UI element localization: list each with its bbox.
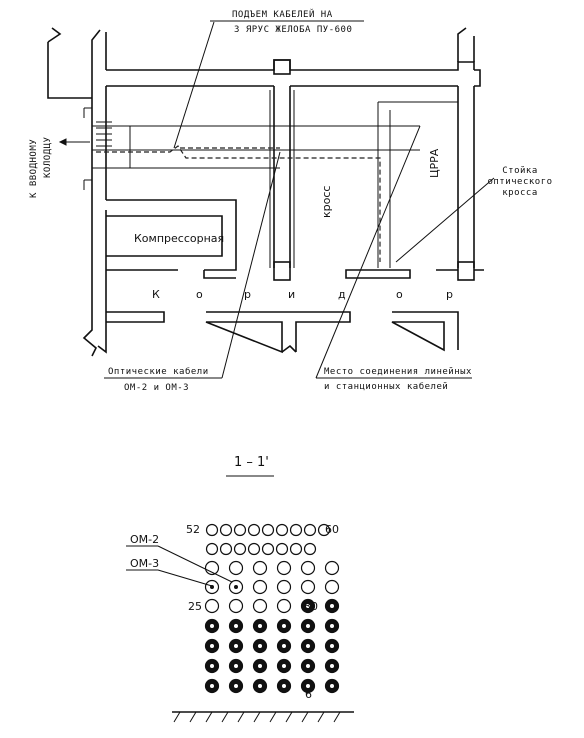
section-title: 1 – 1': [234, 455, 269, 470]
duct-free: [303, 542, 317, 556]
corridor-letter: о: [196, 288, 203, 301]
occupied-core: [258, 624, 262, 628]
duct-free: [204, 598, 220, 614]
duct-free: [276, 579, 292, 595]
duct-free: [324, 560, 340, 576]
duct-free: [247, 542, 261, 556]
floor-plan: [47, 27, 484, 357]
occupied-core: [306, 644, 310, 648]
duct-free: [300, 579, 316, 595]
rack-label-line3: кросса: [502, 188, 538, 198]
rack-label-line1: Стойка: [502, 166, 538, 176]
occupied-core: [306, 624, 310, 628]
duct-free: [275, 542, 289, 556]
optical-cable-core: [234, 585, 238, 589]
duct-free: [275, 523, 289, 537]
duct-free: [303, 523, 317, 537]
label-num-30: 30: [304, 600, 318, 613]
corridor-letter: К: [152, 288, 160, 301]
label-num-6: 6: [305, 688, 312, 701]
occupied-core: [210, 684, 214, 688]
duct-free: [228, 560, 244, 576]
duct-free: [252, 598, 268, 614]
occupied-core: [330, 664, 334, 668]
occupied-core: [306, 664, 310, 668]
callout-optic-line2: ОМ-2 и ОМ-3: [124, 383, 189, 393]
duct-free: [204, 560, 220, 576]
occupied-core: [234, 624, 238, 628]
corridor-label: К о р и д о р: [152, 288, 453, 301]
corridor-letter: о: [396, 288, 403, 301]
corridor-letter: р: [244, 288, 251, 301]
occupied-core: [282, 664, 286, 668]
occupied-core: [258, 644, 262, 648]
room-cross: кросс: [320, 186, 333, 218]
occupied-core: [234, 644, 238, 648]
entry-label-line1: К ВВОДНОМУ: [29, 139, 39, 198]
occupied-core: [210, 624, 214, 628]
occupied-core: [234, 664, 238, 668]
occupied-core: [282, 684, 286, 688]
callout-riser-line2: 3 ЯРУС ЖЕЛОБА ПУ-600: [234, 25, 352, 35]
duct-free: [205, 523, 219, 537]
callout-joint-line1: Место соединения линейных: [324, 367, 472, 377]
occupied-core: [306, 684, 310, 688]
label-num-52: 52: [186, 523, 200, 536]
duct-free: [252, 579, 268, 595]
duct-grid: [204, 523, 340, 694]
room-compressor: Компрессорная: [134, 232, 224, 245]
occupied-core: [330, 644, 334, 648]
callout-optic-line1: Оптические кабели: [108, 366, 209, 377]
label-om3: ОМ-3: [130, 557, 159, 570]
occupied-core: [258, 684, 262, 688]
corridor-letter: д: [338, 288, 346, 301]
occupied-core: [330, 684, 334, 688]
duct-free: [276, 560, 292, 576]
room-tsrra: ЦРРА: [428, 148, 441, 178]
duct-free: [219, 523, 233, 537]
duct-free: [261, 523, 275, 537]
occupied-core: [282, 624, 286, 628]
occupied-core: [210, 664, 214, 668]
entry-label-line2: КОЛОДЦУ: [43, 136, 53, 178]
ground-hatch: [172, 711, 354, 723]
label-om2: ОМ-2: [130, 533, 159, 546]
duct-free: [219, 542, 233, 556]
occupied-core: [330, 624, 334, 628]
occupied-core: [234, 684, 238, 688]
duct-free: [289, 523, 303, 537]
label-num-60: 60: [325, 523, 339, 536]
occupied-core: [306, 604, 310, 608]
label-num-25: 25: [188, 600, 202, 613]
occupied-core: [210, 644, 214, 648]
duct-free: [233, 523, 247, 537]
occupied-core: [282, 644, 286, 648]
duct-free: [205, 542, 219, 556]
corridor-letter: р: [446, 288, 453, 301]
callout-joint-line2: и станционных кабелей: [324, 381, 448, 392]
duct-free: [228, 598, 244, 614]
occupied-core: [330, 604, 334, 608]
duct-free: [276, 598, 292, 614]
duct-free: [317, 523, 331, 537]
duct-free: [300, 560, 316, 576]
duct-free: [247, 523, 261, 537]
callout-riser-line1: ПОДЪЕМ КАБЕЛЕЙ НА: [232, 8, 333, 20]
duct-free: [261, 542, 275, 556]
duct-free: [233, 542, 247, 556]
rack-label-line2: оптического: [487, 177, 552, 187]
occupied-core: [258, 664, 262, 668]
corridor-letter: и: [288, 288, 295, 301]
duct-free: [324, 579, 340, 595]
duct-free: [289, 542, 303, 556]
duct-free: [252, 560, 268, 576]
